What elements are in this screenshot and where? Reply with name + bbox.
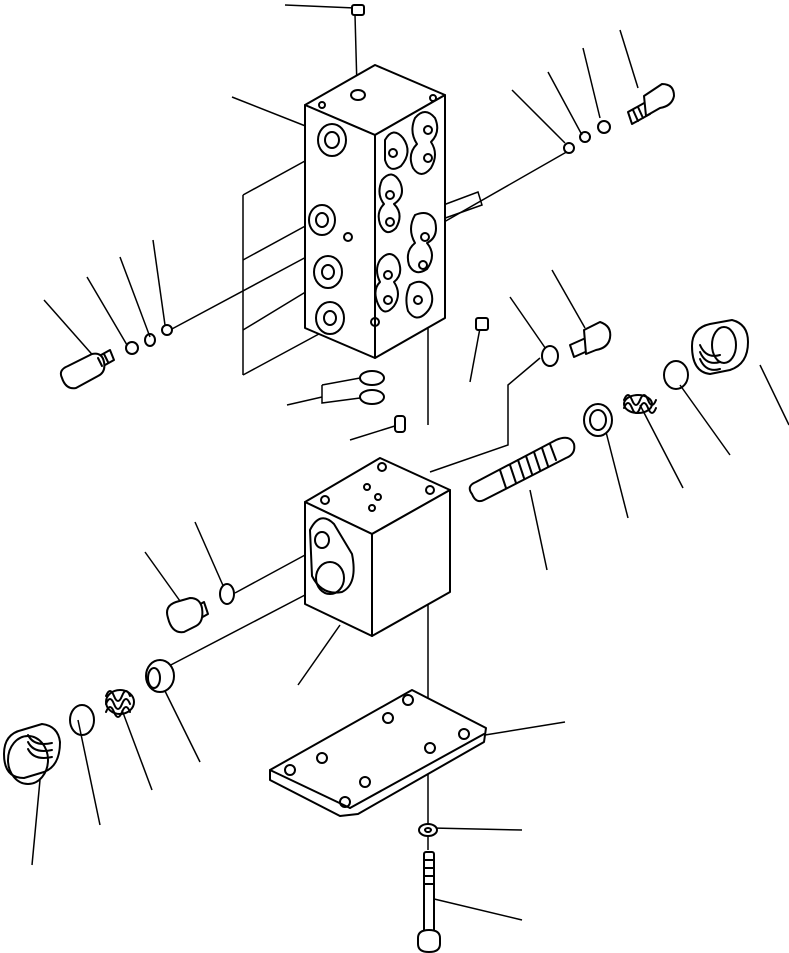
valve-spool <box>468 436 576 503</box>
o-ring-large-left <box>69 704 95 736</box>
o-ring-lower <box>219 583 235 605</box>
spring-left <box>105 689 135 718</box>
o-rings-pair <box>359 370 385 405</box>
o-ring-right-upper-a <box>597 120 611 134</box>
plug-large-right <box>691 319 749 375</box>
spring-seat-left <box>145 659 175 693</box>
plug-screw-top <box>351 4 365 16</box>
small-nut <box>475 317 489 331</box>
bolt <box>417 851 441 953</box>
o-ring-left-upper-b <box>144 333 156 347</box>
o-ring-large-right <box>663 360 689 390</box>
spring-seat-right <box>583 403 613 437</box>
o-ring-fitting <box>541 345 559 367</box>
valve-body-upper <box>304 64 446 359</box>
o-ring-left-upper-c <box>161 324 173 336</box>
fitting-right <box>569 321 612 358</box>
spring-right <box>623 394 657 414</box>
plug-right-upper <box>627 83 675 125</box>
leader-lines <box>31 4 789 921</box>
plug-large-left <box>3 723 61 785</box>
washer <box>418 823 438 837</box>
o-ring-right-upper-c <box>563 142 575 154</box>
o-ring-right-upper-b <box>579 131 591 143</box>
valve-body-lower <box>304 457 451 637</box>
o-ring-left-upper-a <box>125 341 139 355</box>
plug-left-upper <box>59 349 115 390</box>
plug-small-lower <box>166 597 209 634</box>
dowel-pin <box>394 415 406 433</box>
mounting-plate <box>269 689 487 817</box>
